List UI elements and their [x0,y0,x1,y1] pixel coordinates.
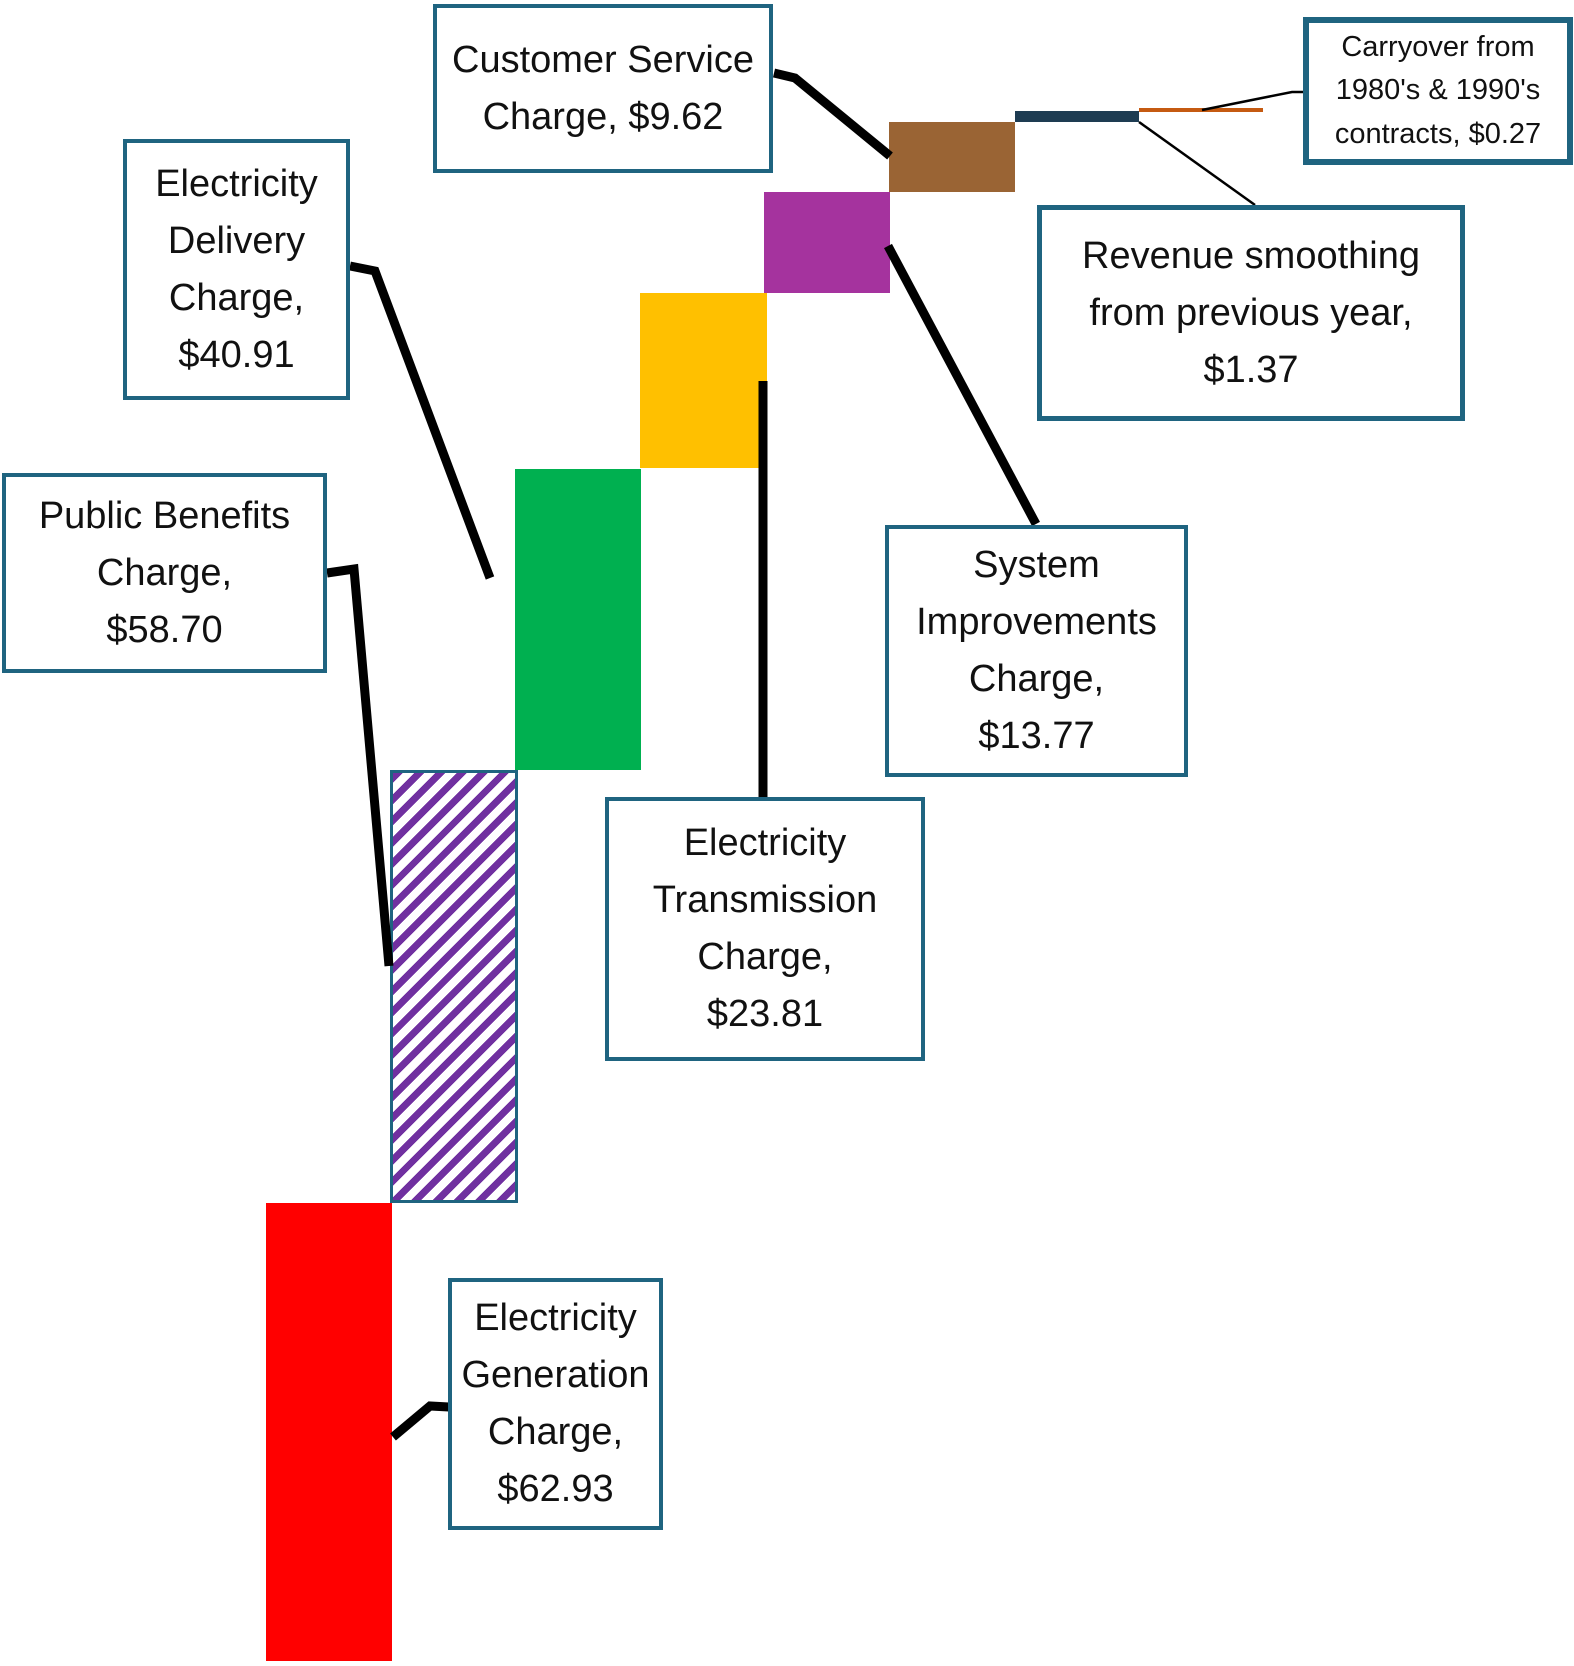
leader-line-public-benefits [326,563,394,967]
callout-customer-service-line: Customer Service [452,38,754,81]
leader-line-carryover [1201,90,1304,112]
callout-system-improvements-line: $13.77 [978,715,1095,757]
callout-system-improvements-line: Improvements [916,601,1157,643]
callout-customer-service-line: Charge, $9.62 [482,95,724,138]
callout-revenue-smoothing-line: $1.37 [1203,348,1299,391]
callout-generation-line: $62.93 [497,1468,614,1510]
bar-system-improvements [764,192,890,293]
callout-delivery-line: $40.91 [178,333,295,376]
callout-revenue-smoothing: Revenue smoothing from previous year, $1.3… [1037,205,1465,421]
callout-carryover-line: contracts, $0.27 [1334,117,1542,150]
callout-revenue-smoothing-line: from previous year, [1089,291,1413,334]
callout-public-benefits-line: Public Benefits [38,494,291,537]
callout-public-benefits-line: $58.70 [106,608,223,651]
leader-line-delivery [349,261,495,580]
callout-generation-line: Generation [461,1354,650,1396]
callout-generation-line: Charge, [487,1411,624,1453]
callout-delivery-line: Charge, [168,276,305,319]
callout-carryover-line: Carryover from [1341,30,1535,63]
bar-public-benefits [390,770,518,1203]
callout-revenue-smoothing-line: Revenue smoothing [1082,234,1420,277]
callout-transmission-line: Charge, [697,936,833,978]
callout-carryover: Carryover from 1980's & 1990's contracts, … [1303,17,1573,165]
callout-delivery-line: Delivery [167,219,306,262]
bar-transmission [640,293,767,468]
callout-system-improvements-line: System [973,544,1100,586]
leader-line-customer-service [772,68,893,160]
bar-revenue-smoothing [1015,111,1139,122]
callout-delivery-line: Electricity [155,162,318,205]
bar-generation [266,1203,392,1661]
callout-generation-line: Electricity [474,1297,637,1339]
leader-line-revenue-smoothing [1138,120,1256,207]
leader-line-generation [390,1401,450,1441]
leader-line-system-improvements [884,243,1040,527]
callout-transmission-line: $23.81 [706,993,824,1035]
callout-transmission-line: Electricity [683,822,847,864]
callout-transmission-line: Transmission [652,879,878,921]
bar-carryover [1139,108,1263,112]
callout-system-improvements-line: Charge, [968,658,1105,700]
callout-public-benefits-line: Charge, [96,551,233,594]
bar-customer-service [889,122,1015,192]
bar-delivery [515,469,641,770]
callout-carryover-line: 1980's & 1990's [1335,74,1541,107]
